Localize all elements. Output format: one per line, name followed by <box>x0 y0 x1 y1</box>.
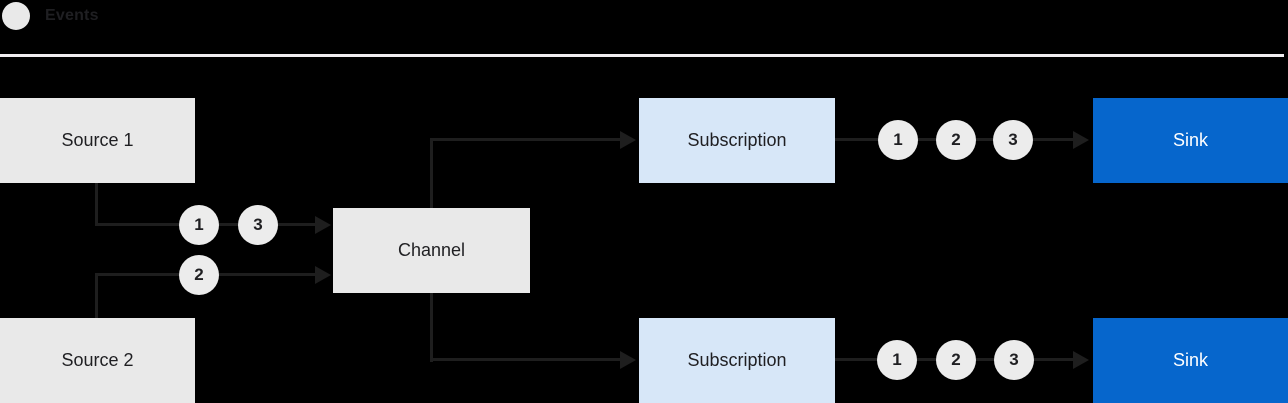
node-source-1: Source 1 <box>0 98 195 183</box>
connector-channel-to-subscription1 <box>430 138 620 141</box>
node-subscription-1: Subscription <box>639 98 835 183</box>
event-circle-sub2-3-label: 3 <box>1009 350 1019 369</box>
event-circle-sub2-1-label: 1 <box>892 350 902 369</box>
node-sink-2: Sink <box>1093 318 1288 403</box>
event-circle-sub1-1-label: 1 <box>893 130 903 149</box>
event-circle-2-label: 2 <box>194 265 204 284</box>
event-circle-sub1-2: 2 <box>936 120 976 160</box>
arrowhead-channel-to-subscription1-icon <box>620 131 636 149</box>
arrowhead-subscription2-to-sink-icon <box>1073 351 1089 369</box>
event-circle-3: 3 <box>238 205 278 245</box>
event-circle-sub2-2-label: 2 <box>951 350 961 369</box>
events-legend-icon <box>2 2 30 30</box>
event-circle-sub2-2: 2 <box>936 340 976 380</box>
event-circle-sub2-3: 3 <box>994 340 1034 380</box>
connector-channel-up <box>430 139 433 208</box>
node-channel-label: Channel <box>397 240 466 260</box>
event-circle-sub2-1: 1 <box>877 340 917 380</box>
node-source-2-label: Source 2 <box>61 350 134 370</box>
event-circle-sub1-1: 1 <box>878 120 918 160</box>
node-subscription-1-label: Subscription <box>687 130 787 150</box>
node-source-1-label: Source 1 <box>61 130 134 150</box>
connector-source1-down <box>95 183 98 226</box>
event-circle-2: 2 <box>179 255 219 295</box>
node-subscription-2-label: Subscription <box>687 350 787 370</box>
arrowhead-channel-to-subscription2-icon <box>620 351 636 369</box>
node-channel: Channel <box>333 208 530 293</box>
legend-separator-line <box>0 54 1284 57</box>
arrowhead-source2-to-channel-icon <box>315 266 331 284</box>
connector-channel-down <box>430 293 433 362</box>
event-circle-sub1-3: 3 <box>993 120 1033 160</box>
node-sink-1-label: Sink <box>1172 130 1208 150</box>
event-circle-1: 1 <box>179 205 219 245</box>
node-subscription-2: Subscription <box>639 318 835 403</box>
event-circle-3-label: 3 <box>253 215 263 234</box>
event-circle-sub1-3-label: 3 <box>1008 130 1018 149</box>
events-legend-label: Events <box>45 7 99 24</box>
node-sink-2-label: Sink <box>1172 350 1208 370</box>
node-sink-1: Sink <box>1093 98 1288 183</box>
event-circle-sub1-2-label: 2 <box>951 130 961 149</box>
node-source-2: Source 2 <box>0 318 195 403</box>
arrowhead-subscription1-to-sink-icon <box>1073 131 1089 149</box>
connector-source2-up <box>95 273 98 318</box>
event-circle-1-label: 1 <box>194 215 204 234</box>
connector-channel-to-subscription2 <box>430 358 620 361</box>
arrowhead-source1-to-channel-icon <box>315 216 331 234</box>
